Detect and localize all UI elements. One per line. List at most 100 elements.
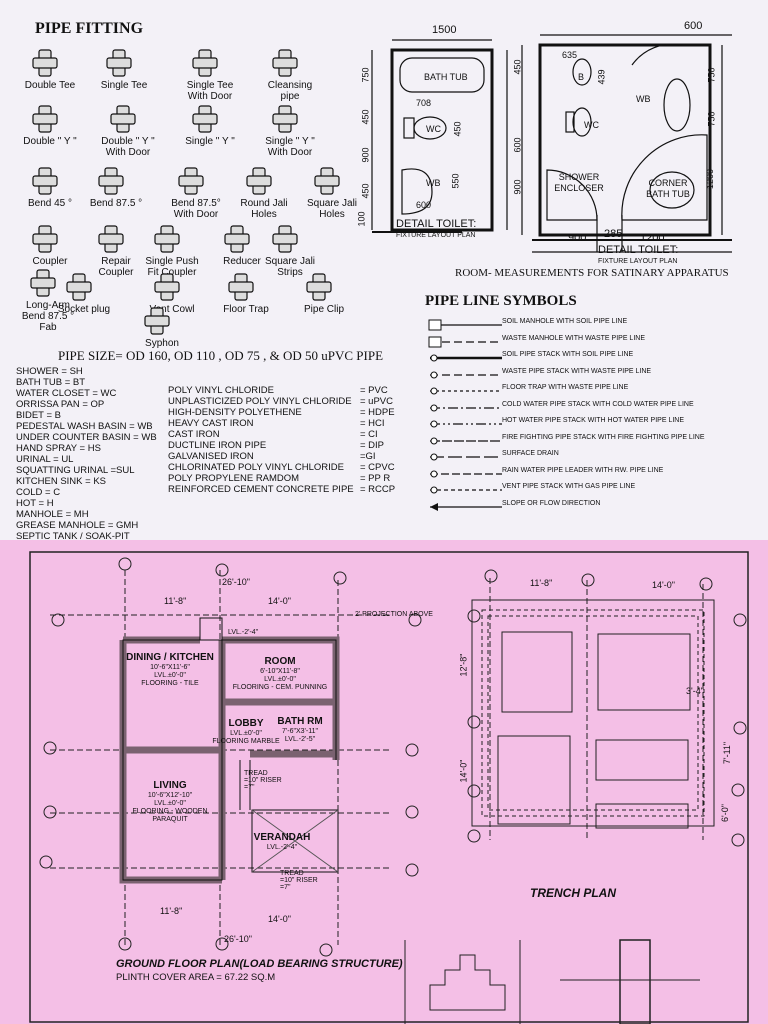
abbreviation-item: SHOWER = SH — [16, 366, 83, 377]
abbreviation-item: URINAL = UL — [16, 454, 74, 465]
fitting-label: Square Jali Strips — [264, 256, 316, 278]
room-floor: FLOORING - WOODEN PARAQUIT — [132, 808, 208, 823]
fitting-label: Reducer — [223, 256, 261, 267]
pipe-line-symbol-icon — [430, 453, 502, 461]
pipe-line-symbol-icon — [430, 404, 502, 411]
abbreviation-code: = CPVC — [360, 462, 395, 473]
abbreviation-name: HIGH-DENSITY POLYETHENE — [168, 407, 302, 418]
trench-dim: 11'-8" — [530, 578, 553, 588]
abbreviation-name: HEAVY CAST IRON — [168, 418, 254, 429]
abbreviation-name: CHLORINATED POLY VINYL CHLORIDE — [168, 462, 344, 473]
pipe-symbol-label: WASTE PIPE STACK WITH WASTE PIPE LINE — [502, 367, 652, 375]
reducer-icon — [222, 224, 252, 254]
pipe-symbol-label: COLD WATER PIPE STACK WITH COLD WATER PI… — [502, 400, 694, 408]
pipe-symbol-label: FLOOR TRAP WITH WASTE PIPE LINE — [502, 384, 629, 391]
fixture-layout-label: FIXTURE LAYOUT PLAN — [598, 258, 678, 265]
toilet-dim: 750 — [706, 111, 717, 127]
room-lvl: LVL.±0'-0" — [154, 672, 186, 679]
pipe-symbol-row: VENT PIPE STACK WITH GAS PIPE LINE — [428, 483, 738, 497]
pipe-symbol-label: SOIL MANHOLE WITH SOIL PIPE LINE — [502, 318, 628, 325]
pipe-symbol-row: WASTE PIPE STACK WITH WASTE PIPE LINE — [428, 368, 738, 382]
toilet-dim: 635 — [562, 50, 578, 60]
long-arm-bend-icon — [28, 268, 58, 298]
abbreviation-item: BIDET = B — [16, 410, 61, 421]
room-measurements-title: ROOM- MEASUREMENTS FOR SATINARY APPARATU… — [455, 267, 729, 279]
room-lvl: LVL.±0'-0" — [264, 676, 296, 683]
corner-bath-tub-label: CORNER BATH TUB — [646, 178, 690, 199]
square-jali-icon — [312, 166, 342, 196]
abbreviation-item: HOT = H — [16, 498, 54, 509]
dim-label: 14'-0" — [268, 914, 291, 924]
room-name: VERANDAH — [253, 832, 311, 843]
room-size: 10'-6"X12'-10" — [147, 792, 193, 799]
room-name: LIVING — [153, 780, 187, 791]
pipe-line-symbol-icon — [430, 387, 502, 395]
pipe-symbol-row: SURFACE DRAIN — [428, 450, 738, 464]
pipe-symbol-row: SOIL PIPE STACK WITH SOIL PIPE LINE — [428, 351, 738, 365]
detail-toilet-label: DETAIL TOILET: — [396, 218, 477, 230]
toilet-detail-drawing — [371, 34, 732, 253]
fitting-label: Bend 87.5 ° — [89, 198, 143, 209]
toilet-dim: 708 — [416, 98, 432, 108]
fitting-label: Syphon — [145, 338, 179, 349]
fitting-label: Repair Coupler — [98, 256, 134, 278]
abbreviation-item: KITCHEN SINK = KS — [16, 476, 107, 487]
abbreviation-row: REINFORCED CEMENT CONCRETE PIPE= RCCP — [168, 484, 408, 495]
abbreviation-row: POLY VINYL CHLORIDE= PVC — [168, 385, 408, 396]
toilet-dim: 600 — [684, 20, 703, 32]
toilet-dim: 1200 — [705, 168, 716, 190]
pipe-line-symbol-icon — [430, 437, 502, 444]
dim-label: 11'-8" — [160, 906, 183, 916]
trench-dim: 12'-8" — [458, 653, 469, 677]
reference-sheet — [0, 0, 768, 540]
room-name: ROOM — [264, 656, 296, 667]
toilet-dim: 100 — [356, 211, 367, 227]
projection-note: 2' PROJECTION ABOVE — [355, 611, 433, 618]
detail-toilet-label: DETAIL TOILET: — [598, 244, 679, 256]
abbreviation-row: UNPLASTICIZED POLY VINYL CHLORIDE= uPVC — [168, 396, 408, 407]
round-jali-icon — [244, 166, 274, 196]
abbreviation-item: SEPTIC TANK / SOAK-PIT — [16, 531, 130, 542]
wb-label: WB — [426, 178, 441, 188]
wb-label: WB — [636, 94, 651, 104]
trench-plan-title: TRENCH PLAN — [530, 886, 616, 900]
shower-encloser-label: SHOWER ENCLOSER — [554, 172, 604, 193]
pipe-symbol-row: FLOOR TRAP WITH WASTE PIPE LINE — [428, 384, 738, 398]
abbreviation-row: CAST IRON= CI — [168, 429, 408, 440]
toilet-dim: 750 — [360, 67, 371, 83]
abbreviation-name: CAST IRON — [168, 429, 220, 440]
fitting-label: Double " Y " — [23, 136, 77, 147]
bath-tub-label: BATH TUB — [424, 72, 468, 82]
abbreviation-row: HEAVY CAST IRON= HCI — [168, 418, 408, 429]
pipe-line-symbol-icon — [428, 319, 502, 331]
bend-45-icon — [30, 166, 60, 196]
abbreviation-row: HIGH-DENSITY POLYETHENE= HDPE — [168, 407, 408, 418]
toilet-dim: 900 — [512, 179, 523, 195]
abbreviation-name: UNPLASTICIZED POLY VINYL CHLORIDE — [168, 396, 352, 407]
trench-dim: 14'-0" — [458, 759, 469, 783]
pipe-line-symbol-icon — [430, 371, 502, 378]
toilet-dim: 750 — [706, 67, 717, 83]
pipe-symbol-row: RAIN WATER PIPE LEADER WITH RW. PIPE LIN… — [428, 467, 738, 481]
double-y-door-icon — [108, 104, 138, 134]
ground-floor-title: GROUND FLOOR PLAN(LOAD BEARING STRUCTURE… — [116, 958, 403, 970]
room-floor: FLOORING - CEM. PUNNING — [232, 684, 328, 691]
pipe-line-symbol-icon — [430, 354, 502, 362]
single-y-icon — [190, 104, 220, 134]
abbreviation-item: GREASE MANHOLE = GMH — [16, 520, 139, 531]
toilet-dim: 1500 — [432, 24, 457, 36]
fitting-label: Single Tee — [100, 80, 148, 91]
room-lvl: LVL.±0'-0" — [154, 800, 186, 807]
abbreviation-name: POLY PROPYLENE RAMDOM — [168, 473, 300, 484]
toilet-dim: 550 — [450, 173, 461, 189]
fitting-label: Single Push Fit Coupler — [145, 256, 199, 278]
abbreviation-row: GALVANISED IRON=GI — [168, 451, 408, 462]
pipe-symbol-row: SOIL MANHOLE WITH SOIL PIPE LINE — [428, 318, 738, 332]
coupler-icon — [30, 224, 60, 254]
abbreviation-name: REINFORCED CEMENT CONCRETE PIPE — [168, 484, 354, 495]
abbreviation-item: UNDER COUNTER BASIN = WB — [16, 432, 157, 443]
abbreviation-code: = PP R — [360, 473, 391, 484]
